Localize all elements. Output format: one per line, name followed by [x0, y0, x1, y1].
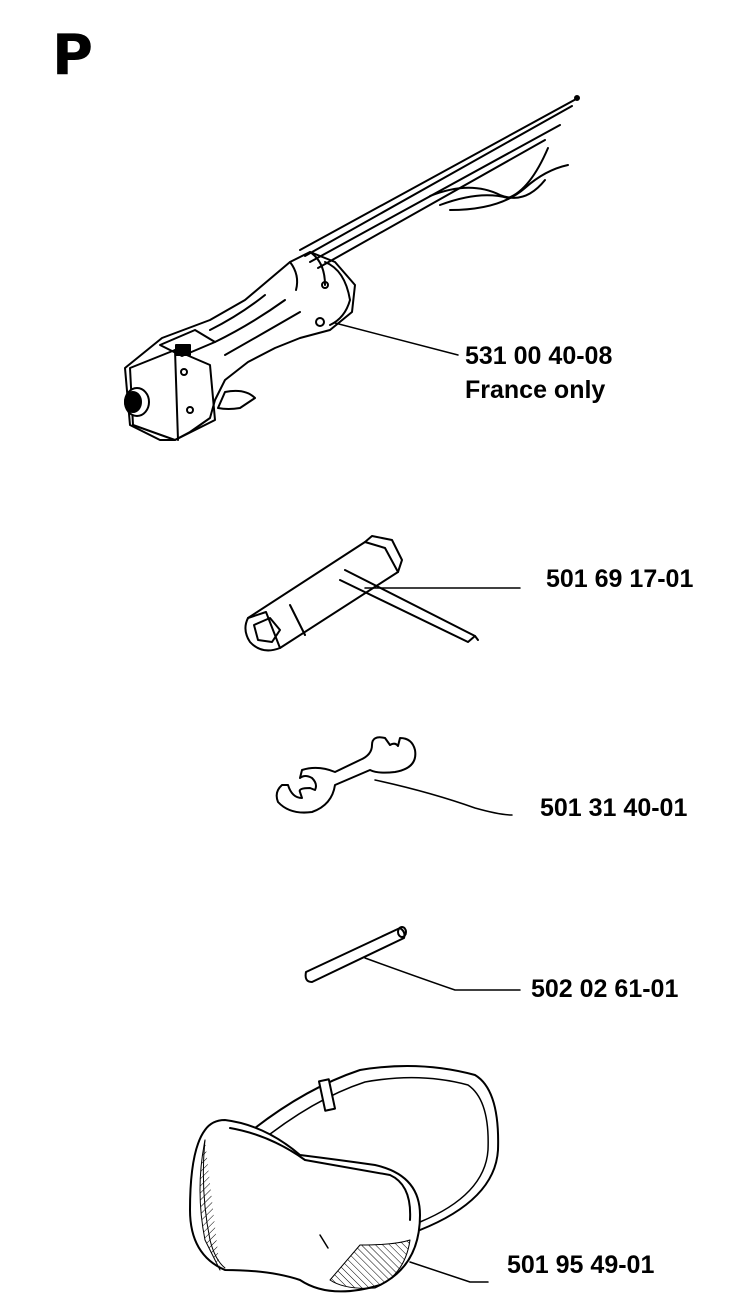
part-number-label: 501 95 49-01: [507, 1251, 655, 1279]
spark-plug-wrench-icon: [244, 535, 521, 652]
goggles-icon: [189, 1065, 500, 1293]
part-number-label: 531 00 40-08: [465, 342, 613, 370]
page-letter: P: [52, 23, 94, 88]
part-number-label: 502 02 61-01: [531, 975, 679, 1003]
part-number-label: 501 31 40-01: [540, 794, 688, 822]
pin-icon: [304, 926, 521, 991]
part-number-label: 501 69 17-01: [546, 565, 694, 593]
part-note-label: France only: [465, 376, 606, 404]
open-end-wrench-icon: [275, 736, 513, 816]
handle-assembly-icon: [124, 95, 580, 441]
